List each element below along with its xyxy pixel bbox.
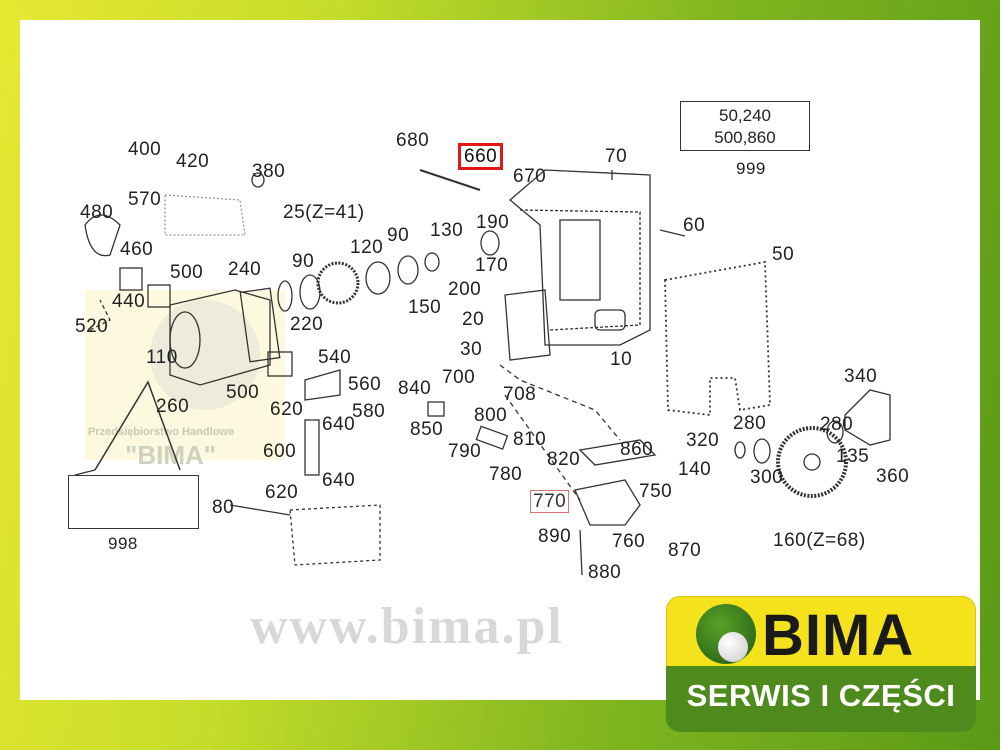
box-999-line2: 500,860 [714,128,776,147]
box-999-line1: 50,240 [719,106,771,125]
part-label: 260 [156,396,190,417]
part-label: 90 [387,225,410,246]
part-label: 640 [322,414,356,435]
part-label: 680 [396,130,430,151]
part-label: 500 [226,382,260,403]
part-label: 80 [212,497,235,518]
part-label: 708 [503,384,537,405]
part-label: 670 [513,166,547,187]
box-999: 50,240 500,860 [680,101,810,151]
part-label: 120 [350,237,384,258]
logo-ball-highlight-icon [718,632,748,662]
highlighted-part-label: 660 [458,143,504,170]
part-label: 360 [876,466,910,487]
part-label: 460 [120,239,154,260]
part-label: 570 [128,189,162,210]
part-label: 600 [263,441,297,462]
gear-160 [776,426,848,498]
part-label: 810 [513,429,547,450]
gasket [664,260,771,417]
part-label: 70 [605,146,628,167]
part-label: 340 [844,366,878,387]
box-998-label: 998 [108,534,138,553]
gear-25 [316,261,360,305]
part-label: 580 [352,401,386,422]
logo-tagline: SERWIS I CZĘŚCI [686,678,956,713]
part-label: 860 [620,439,654,460]
part-label: 500 [170,262,204,283]
part-label: 220 [290,314,324,335]
part-label: 800 [474,405,508,426]
part-label: 760 [612,531,646,552]
valve-block [504,289,551,361]
part-label: 170 [475,255,509,276]
part-label: 780 [489,464,523,485]
part-label: 890 [538,526,572,547]
bima-logo: BIMA SERWIS I CZĘŚCI [666,596,976,734]
part-label: 480 [80,202,114,223]
part-label: 440 [112,291,146,312]
part-label: 850 [410,419,444,440]
part-label: 620 [270,399,304,420]
part-label: 700 [442,367,476,388]
part-label: 870 [668,540,702,561]
part-label: 620 [265,482,299,503]
watermark-company: Przedsiębiorstwo Handlowe [88,426,235,438]
part-label: 280 [820,414,854,435]
part-label: 10 [610,349,633,370]
part-label: 160(Z=68) [773,530,866,551]
watermark-circle [150,300,260,410]
part-label: 790 [448,441,482,462]
part-label: 280 [733,413,767,434]
part-label: 560 [348,374,382,395]
part-label: 820 [547,449,581,470]
part-label: 190 [476,212,510,233]
part-label: 60 [683,215,706,236]
part-label: 30 [460,339,483,360]
box-998 [68,475,199,529]
pump [169,289,271,386]
watermark-url: www.bima.pl [250,598,564,655]
part-label: 640 [322,470,356,491]
part-label: 200 [448,279,482,300]
part-label: 300 [750,467,784,488]
part-label: 150 [408,297,442,318]
part-label: 50 [772,244,795,265]
part-label: 240 [228,259,262,280]
logo-bottom [666,666,976,732]
part-label: 20 [462,309,485,330]
part-label: 400 [128,139,162,160]
housing [508,169,651,346]
part-label: 135 [836,446,870,467]
part-label: 140 [678,459,712,480]
part-label: 420 [176,151,210,172]
part-label: 90 [292,251,315,272]
logo-name: BIMA [762,603,915,668]
part-label: 520 [75,316,109,337]
part-label: 770 [530,490,570,513]
part-label: 540 [318,347,352,368]
part-label: 380 [252,161,286,182]
part-label: 130 [430,220,464,241]
part-label: 25(Z=41) [283,202,365,223]
part-label: 110 [146,347,178,368]
part-label: 880 [588,562,622,583]
part-label: 750 [639,481,673,502]
part-label: 840 [398,378,432,399]
part-label: 320 [686,430,720,451]
box-999-label: 999 [736,159,766,178]
